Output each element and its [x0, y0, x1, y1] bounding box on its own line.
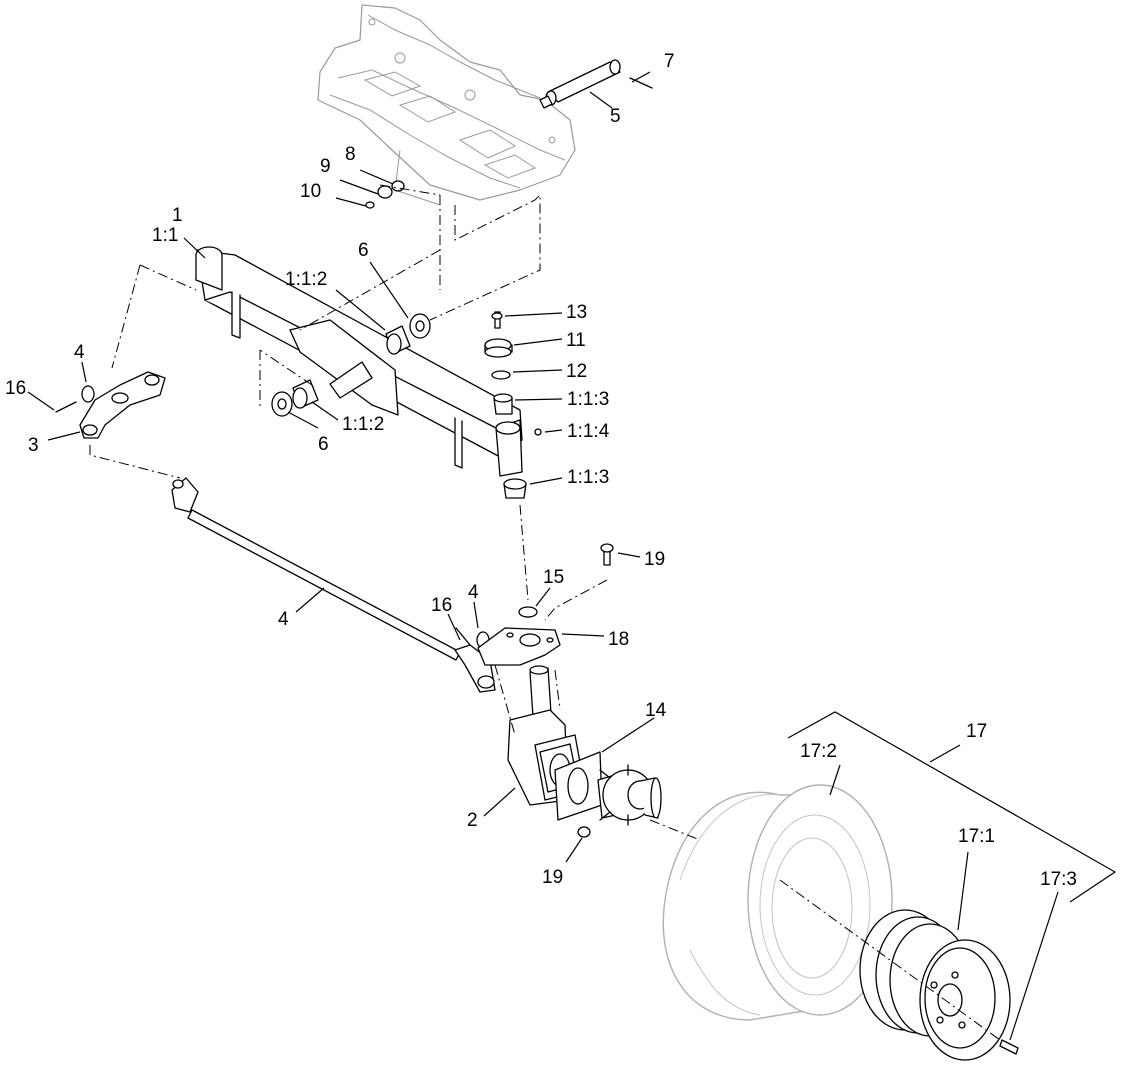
callout-15: 15 [543, 567, 564, 588]
nut-9 [377, 185, 393, 199]
callout-leaders [27, 71, 1117, 1041]
steering-plate [477, 627, 561, 666]
callout-11: 11 [566, 330, 586, 351]
cotter-left [55, 401, 77, 413]
valve-stem [999, 1039, 1019, 1055]
steering-arm [79, 371, 166, 439]
tire [662, 784, 893, 1021]
callout-1-1-2-top: 1:1:2 [285, 269, 327, 290]
callout-7: 7 [664, 51, 675, 72]
callout-1-1-3-top: 1:1:3 [567, 389, 609, 410]
callout-18: 18 [608, 629, 629, 650]
cotter-pin [629, 77, 653, 89]
washer-8 [391, 180, 405, 192]
callout-3: 3 [28, 435, 39, 456]
callout-17-2: 17:2 [800, 741, 837, 762]
callout-1-1: 1:1 [152, 225, 178, 246]
callout-17-3: 17:3 [1040, 869, 1077, 890]
castle-nut-left [81, 385, 95, 403]
callout-13: 13 [566, 302, 587, 323]
bolt-10 [365, 201, 375, 209]
washer-15 [518, 606, 538, 618]
callout-12: 12 [566, 361, 587, 382]
tie-rod [171, 477, 496, 693]
callout-17-1: 17:1 [958, 826, 995, 847]
centerlines [89, 184, 1001, 1041]
bolt-19-bottom [577, 826, 591, 838]
callout-9: 9 [320, 156, 331, 177]
callout-6-bottom: 6 [318, 434, 329, 455]
kingpin-hardware [484, 311, 542, 499]
callout-6-top: 6 [358, 240, 369, 261]
cotter-right [455, 627, 471, 646]
callout-2: 2 [467, 810, 478, 831]
pivot-bushings [271, 313, 431, 417]
callout-14: 14 [645, 700, 667, 721]
pivot-pin [539, 59, 621, 109]
callout-5: 5 [610, 106, 621, 127]
callout-1-1-2-bottom: 1:1:2 [342, 414, 384, 435]
callout-10: 10 [300, 181, 321, 202]
callout-1-1-3-bottom: 1:1:3 [567, 467, 609, 488]
callout-8: 8 [345, 144, 356, 165]
callout-4-right: 4 [468, 582, 479, 603]
callout-19-top: 19 [644, 549, 665, 570]
wheel-hub [554, 751, 662, 826]
bolt-head-19-top [600, 543, 614, 553]
callout-17: 17 [966, 721, 987, 742]
callout-labels: 1 1:1 1:1:2 1:1:2 1:1:3 1:1:3 1:1:4 2 3 … [5, 51, 1077, 890]
callout-16-right: 16 [431, 595, 452, 616]
callout-1: 1 [172, 205, 183, 226]
callout-1-1-4: 1:1:4 [567, 421, 610, 442]
callout-4-left: 4 [74, 342, 85, 363]
callout-19-bottom: 19 [542, 867, 563, 888]
wheel-rim [859, 909, 1011, 1061]
callout-4-rod: 4 [278, 609, 289, 630]
chassis-frame [317, 4, 576, 206]
front-axle [195, 246, 523, 477]
callout-16-left: 16 [5, 378, 26, 399]
